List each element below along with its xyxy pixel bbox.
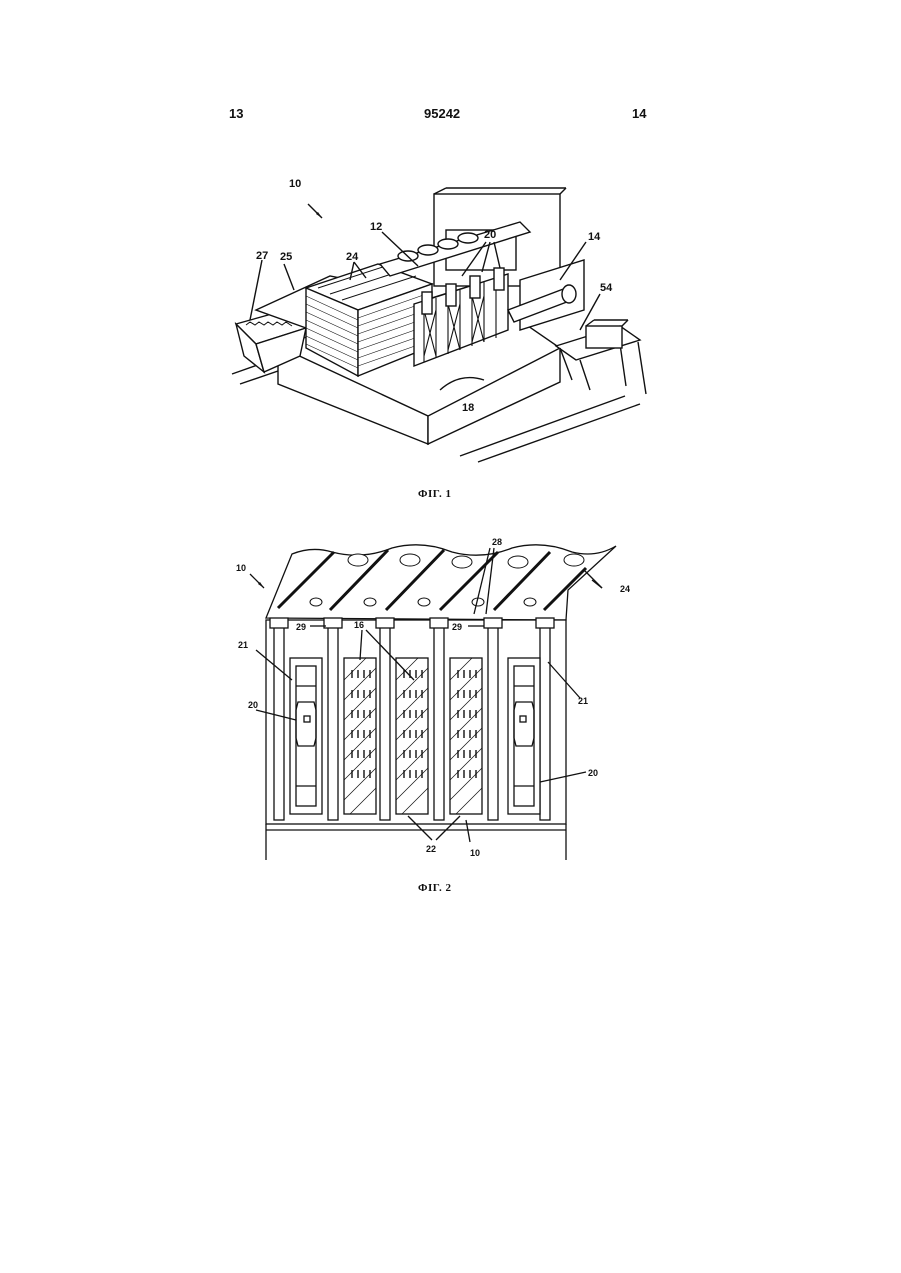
machine-edge <box>560 188 566 194</box>
label-54: 54 <box>600 282 613 294</box>
page-number-right: 14 <box>632 106 646 121</box>
patent-number: 95242 <box>424 106 460 121</box>
label-25: 25 <box>280 251 292 263</box>
label-12: 12 <box>370 221 382 233</box>
label-24: 24 <box>620 584 630 594</box>
label-14: 14 <box>588 231 601 243</box>
page-number-left: 13 <box>229 106 243 121</box>
oven-chamber <box>344 658 376 814</box>
figure-1-drawing: 10 12 20 14 27 25 24 54 18 <box>0 160 901 480</box>
label-24: 24 <box>346 251 359 263</box>
label-20: 20 <box>484 229 496 241</box>
machine-leg <box>580 360 590 390</box>
label-21-left: 21 <box>238 640 248 650</box>
figure-2-svg: 10 28 24 29 29 16 21 21 20 20 22 10 <box>0 530 901 870</box>
oven-chamber <box>396 658 428 814</box>
rail-line <box>478 404 640 462</box>
label-28: 28 <box>492 537 502 547</box>
label-27: 27 <box>256 250 268 262</box>
oven-door-right <box>508 658 540 814</box>
figure-1-caption: ФІГ. 1 <box>418 488 452 500</box>
label-10-bottom: 10 <box>470 848 480 858</box>
machine-54-box <box>586 326 622 348</box>
figure-2-drawing: 10 28 24 29 29 16 21 21 20 20 22 10 <box>0 530 901 870</box>
label-20-right: 20 <box>588 768 598 778</box>
machine-edge <box>434 188 446 194</box>
oven-door-left <box>290 658 322 814</box>
machine-leg <box>638 342 646 394</box>
label-10-top: 10 <box>236 563 246 573</box>
figure-1-svg: 10 12 20 14 27 25 24 54 18 <box>0 160 901 480</box>
machine-edge <box>586 320 594 326</box>
label-18: 18 <box>462 402 474 414</box>
label-22: 22 <box>426 844 436 854</box>
figure-2-caption: ФІГ. 2 <box>418 882 452 894</box>
oven-chamber <box>450 658 482 814</box>
label-16: 16 <box>354 620 364 630</box>
label-10: 10 <box>289 178 301 190</box>
pipe-end <box>562 285 576 303</box>
leader-25 <box>284 264 294 290</box>
main-cap <box>438 239 458 249</box>
label-29-right: 29 <box>452 622 462 632</box>
leader-24 <box>592 580 602 588</box>
main-cap <box>418 245 438 255</box>
main-cap <box>458 233 478 243</box>
machine-edge <box>622 320 628 326</box>
label-20-left: 20 <box>248 700 258 710</box>
label-29-left: 29 <box>296 622 306 632</box>
label-21-right: 21 <box>578 696 588 706</box>
